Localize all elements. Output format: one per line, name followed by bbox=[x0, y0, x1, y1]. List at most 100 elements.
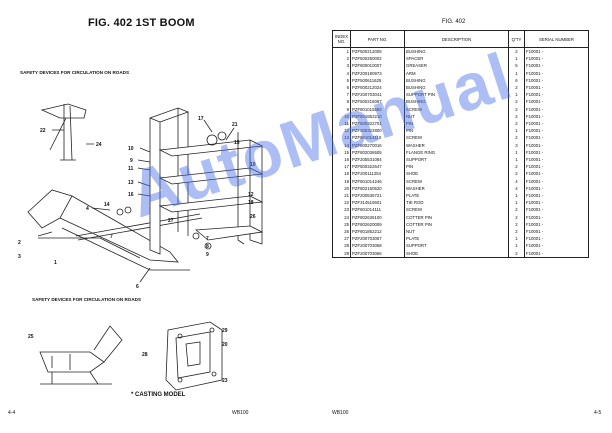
cell-part-number: PZF801014111 bbox=[350, 206, 405, 214]
figure-title-right: FIG. 402 bbox=[442, 19, 466, 25]
cell-index: 10 bbox=[332, 112, 351, 121]
cell-description: PIN bbox=[404, 127, 509, 135]
cell-qty: 1 bbox=[508, 69, 525, 77]
cell-serial: F10001 - bbox=[524, 228, 589, 236]
casting-note: * CASTING MODEL bbox=[131, 392, 186, 398]
cell-serial: F10001 - bbox=[524, 199, 589, 207]
callout-24: 24 bbox=[96, 142, 102, 148]
cell-part-number: PZF801852210 bbox=[350, 112, 405, 121]
cell-description: BUSHING bbox=[404, 47, 509, 56]
cell-serial: F10001 - bbox=[524, 148, 589, 157]
cell-index: 23 bbox=[332, 206, 351, 214]
callout-9b: 9 bbox=[206, 252, 209, 258]
cell-part-number: PZF800010007 bbox=[350, 62, 405, 70]
cell-serial: F10001 - bbox=[524, 55, 589, 63]
cell-qty: 2 bbox=[508, 206, 525, 214]
cell-part-number: PZF200111254 bbox=[350, 170, 405, 178]
cell-description: SCREW bbox=[404, 134, 509, 142]
cell-description: ARM bbox=[404, 69, 509, 77]
cell-part-number: PZF500216067 bbox=[350, 98, 405, 106]
cell-index: 2 bbox=[332, 55, 351, 63]
cell-description: BUSHING bbox=[404, 98, 509, 106]
cell-qty: 2 bbox=[508, 112, 525, 121]
callout-7b: 7 bbox=[206, 236, 209, 242]
callout-labels: 22 24 17 21 15 10 9 11 13 16 10 12 18 26… bbox=[18, 116, 256, 384]
cell-index: 24 bbox=[332, 213, 351, 221]
cell-qty: 2 bbox=[508, 213, 525, 221]
cell-index: 18 bbox=[332, 170, 351, 178]
cell-serial: F10001 - bbox=[524, 206, 589, 214]
cell-serial: F10001 - bbox=[524, 127, 589, 135]
callout-18: 18 bbox=[248, 200, 254, 206]
cell-qty: 1 bbox=[508, 127, 525, 135]
cell-index: 26 bbox=[332, 228, 351, 236]
cell-qty: 2 bbox=[508, 98, 525, 106]
callout-22: 22 bbox=[40, 128, 46, 134]
callout-3: 3 bbox=[18, 254, 21, 260]
cell-qty: 2 bbox=[508, 228, 525, 236]
cell-serial: F10001 - bbox=[524, 76, 589, 85]
cell-qty: 1 bbox=[508, 156, 525, 164]
cell-description: SPACER bbox=[404, 55, 509, 63]
cell-part-number: PZF200703068 bbox=[350, 242, 405, 250]
cell-qty: 1 bbox=[508, 148, 525, 157]
cell-index: 21 bbox=[332, 192, 351, 200]
cell-part-number: PZF500212005 bbox=[350, 47, 405, 56]
cell-serial: F10001 - bbox=[524, 62, 589, 70]
cell-part-number: PZF802150520 bbox=[350, 184, 405, 193]
callout-12: 12 bbox=[248, 192, 254, 198]
cell-index: 20 bbox=[332, 184, 351, 193]
cell-index: 3 bbox=[332, 62, 351, 70]
cell-qty: 2 bbox=[508, 134, 525, 142]
cell-serial: F10001 - bbox=[524, 98, 589, 106]
cell-serial: F10001 - bbox=[524, 84, 589, 92]
callout-25: 25 bbox=[28, 334, 34, 340]
cell-description: SUPPORT PIN bbox=[404, 91, 509, 99]
cell-qty: 5 bbox=[508, 62, 525, 70]
header-qty: Q'TY bbox=[508, 30, 525, 48]
cell-description: SHOE bbox=[404, 249, 509, 258]
cell-index: 13 bbox=[332, 134, 351, 142]
cell-part-number: PZF801852212 bbox=[350, 228, 405, 236]
cell-qty: 2 bbox=[508, 84, 525, 92]
cell-description: GREASER bbox=[404, 62, 509, 70]
cell-part-number: PZF200703067 bbox=[350, 235, 405, 243]
callout-9: 9 bbox=[130, 158, 133, 164]
cell-index: 14 bbox=[332, 141, 351, 149]
cell-part-number: PZF801014110 bbox=[350, 134, 405, 142]
cell-serial: F10001 - bbox=[524, 141, 589, 149]
cell-description: WASHER bbox=[404, 184, 509, 193]
cell-serial: F10001 - bbox=[524, 213, 589, 221]
header-index: INDEX NO. bbox=[332, 30, 351, 48]
cell-part-number: PZF200703066 bbox=[350, 249, 405, 258]
cell-index: 7 bbox=[332, 91, 351, 99]
safety-label-bottom: SAFETY DEVICES FOR CIRCULATION ON ROADS bbox=[32, 297, 142, 302]
callout-20: 20 bbox=[222, 342, 228, 348]
figure-title: FIG. 402 1ST BOOM bbox=[88, 17, 195, 29]
cell-qty: 2 bbox=[508, 170, 525, 178]
callout-10b: 10 bbox=[250, 162, 256, 168]
cell-qty: 2 bbox=[508, 105, 525, 113]
callout-26: 26 bbox=[250, 214, 256, 220]
cell-description: FLANGE RING bbox=[404, 148, 509, 157]
cell-index: 17 bbox=[332, 163, 351, 171]
cell-part-number: PZF802620009 bbox=[350, 220, 405, 229]
cell-serial: F10001 - bbox=[524, 192, 589, 200]
callout-15: 15 bbox=[234, 140, 240, 146]
cell-index: 15 bbox=[332, 148, 351, 157]
